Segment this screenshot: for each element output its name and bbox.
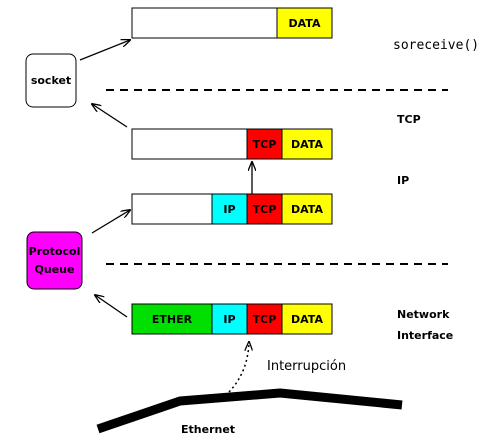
data-segment (276, 7, 333, 39)
queue-to-ip-arrow (91, 210, 130, 234)
ether-segment-label: ETHER (152, 313, 193, 326)
ether-segment (131, 303, 213, 335)
tcp-to-socket-arrow (92, 104, 128, 128)
frame-to-queue-arrow (95, 295, 128, 318)
tcp-segment-label: TCP (253, 313, 277, 326)
ethernet-label: Ethernet (181, 423, 235, 436)
interrupt-arrow (228, 342, 249, 393)
ethernet-frame-packet: ETHER IP TCP DATA (131, 303, 333, 335)
tcp-segment (246, 193, 283, 225)
network-layer-label-line1: Network (397, 308, 450, 321)
socket-label: socket (31, 74, 71, 87)
socket-buffer-packet: DATA (131, 7, 333, 39)
protocol-queue-label-line2: Queue (35, 263, 75, 276)
socket-box (25, 53, 77, 108)
data-segment (281, 128, 333, 160)
ethernet-cable (96, 388, 403, 434)
interrupt-label: Interrupción (267, 359, 346, 374)
ip-layer-label: IP (397, 174, 409, 187)
ip-segment-label: IP (223, 313, 235, 326)
tcp-packet: TCP DATA (131, 128, 333, 160)
data-segment-label: DATA (291, 313, 323, 326)
empty-segment (131, 193, 213, 225)
data-segment-label: DATA (289, 17, 321, 30)
empty-segment (131, 128, 248, 160)
protocol-queue-box (26, 231, 83, 290)
ip-packet: IP TCP DATA (131, 193, 333, 225)
data-segment-label: DATA (291, 203, 323, 216)
ip-segment-label: IP (223, 203, 235, 216)
protocol-queue-label-line1: Protocol (29, 245, 81, 258)
socket-node: socket (25, 53, 77, 108)
socket-to-buffer-arrow (79, 40, 130, 61)
tcp-layer-label: TCP (397, 113, 421, 126)
data-segment-label: DATA (291, 138, 323, 151)
data-segment (281, 193, 333, 225)
tcp-segment-label: TCP (253, 203, 277, 216)
network-layer-label-line2: Interface (397, 329, 453, 342)
empty-segment (131, 7, 278, 39)
soreceive-layer-label: soreceive() (393, 38, 479, 53)
tcp-segment-label: TCP (253, 138, 277, 151)
data-segment (281, 303, 333, 335)
protocol-queue-node: Protocol Queue (26, 231, 83, 290)
tcp-segment (246, 303, 283, 335)
